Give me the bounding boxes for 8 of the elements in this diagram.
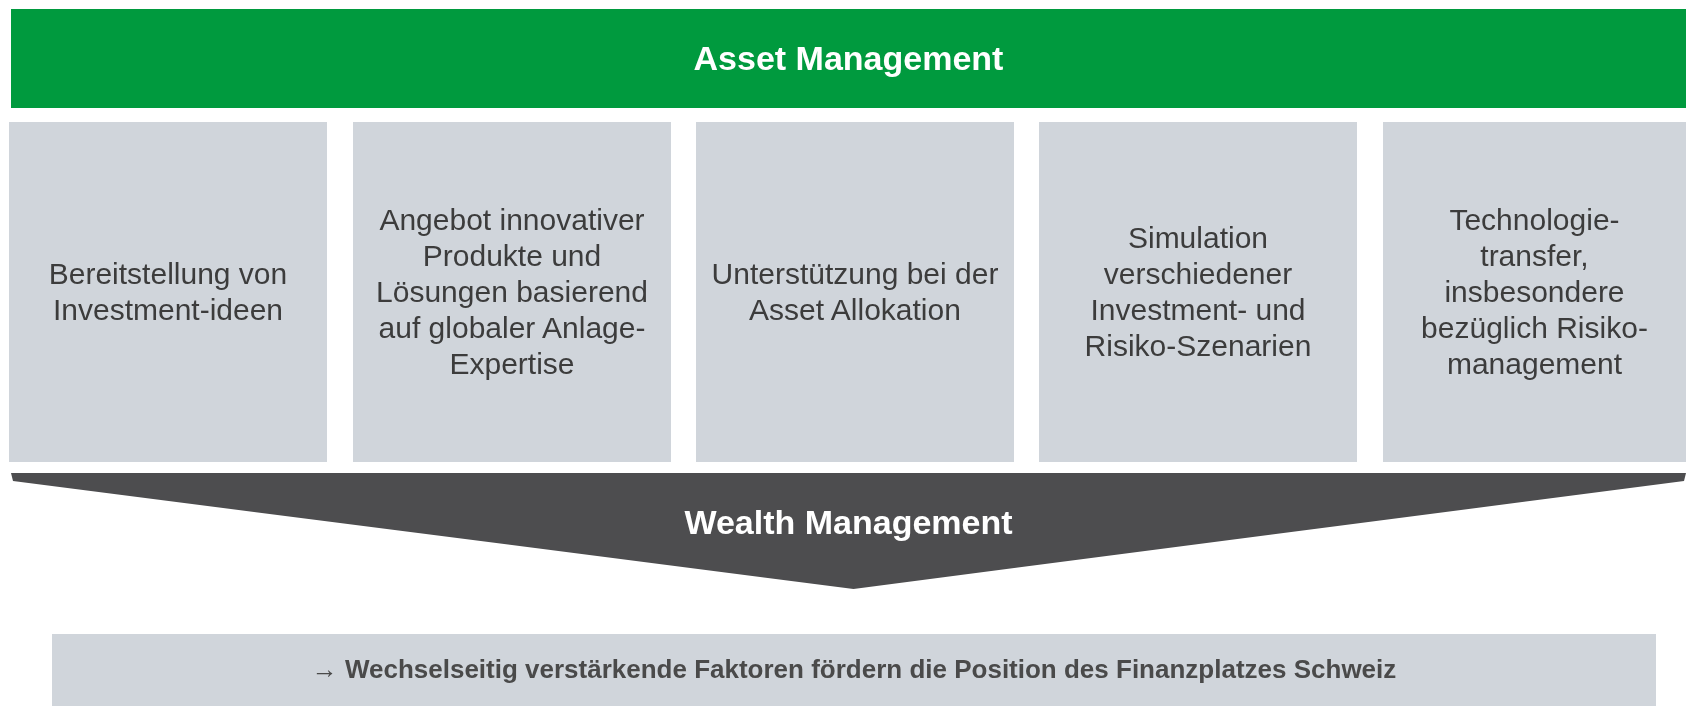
text-box: Simulation verschiedener Investment- und Risiko-Szenarien [1039, 122, 1357, 462]
header-band: Asset Management [11, 9, 1686, 108]
text-box: Angebot innovativer Produkte und Lösungen basierend auf globaler Anlage-Expertise [353, 122, 671, 462]
funnel-label: Wealth Management [684, 503, 1013, 542]
text-box: Unterstützung bei der Asset Allokation [696, 122, 1014, 462]
text-box: Bereitstellung von Investment-ideen [9, 122, 327, 462]
conclusion-bar: → Wechselseitig verstärkende Faktoren fördern die Position des Finanzplatzes Schweiz [52, 634, 1656, 706]
text-box: Technologie-transfer, insbesondere bezüglich Risiko-management [1383, 122, 1686, 462]
